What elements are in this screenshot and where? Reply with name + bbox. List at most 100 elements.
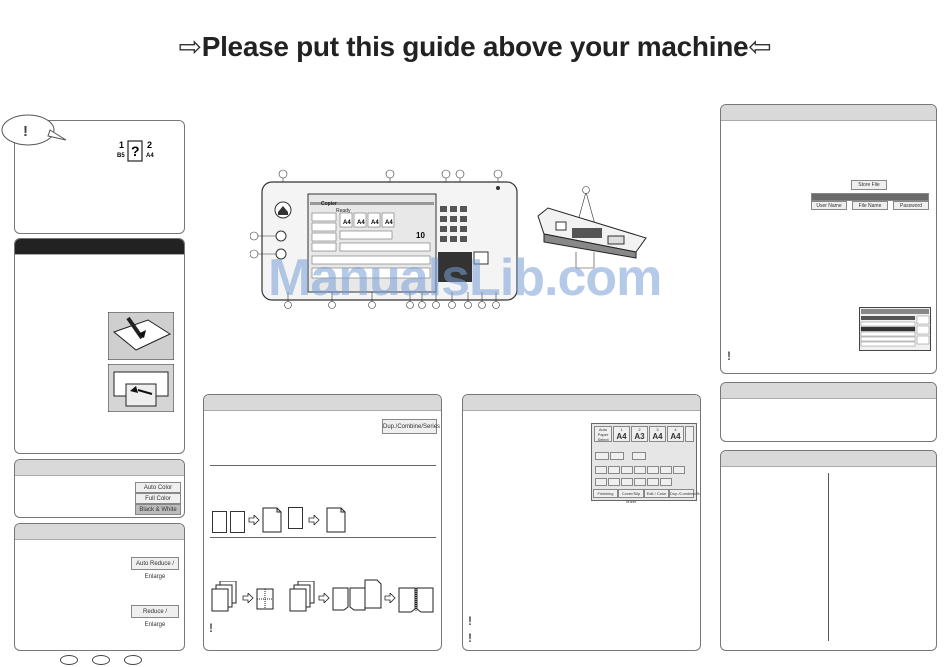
panel-header (15, 524, 184, 540)
exclamation-icon: ! (468, 631, 472, 645)
stacked-originals-icon (211, 581, 237, 612)
tray-more-button[interactable] (685, 426, 694, 442)
setting-icon-button[interactable] (647, 466, 659, 474)
store-file-button[interactable]: Store File (851, 180, 887, 190)
svg-text:A4: A4 (146, 153, 154, 159)
setting-icon-button[interactable] (595, 478, 607, 486)
setting-icon-button[interactable] (634, 478, 646, 486)
divider (210, 537, 436, 538)
duplex-copy-icon (326, 507, 346, 533)
page-title: ⇨Please put this guide above your machin… (0, 30, 950, 63)
auto-reduce-enlarge-button[interactable]: Auto Reduce / Enlarge (131, 557, 179, 580)
full-color-button[interactable]: Full Color (135, 493, 181, 504)
combined-copy-icon (256, 588, 274, 610)
setting-icon-button[interactable] (660, 478, 672, 486)
auto-color-select-button[interactable]: Auto Color Select (135, 482, 181, 501)
setting-icon-button[interactable] (621, 478, 633, 486)
file-name-button[interactable]: File Name (852, 201, 888, 210)
setting-icon-button[interactable] (660, 466, 672, 474)
svg-text:1: 1 (119, 140, 124, 150)
edit-color-button[interactable]: Edit / Color (644, 489, 669, 498)
setting-icon-button[interactable] (621, 466, 633, 474)
setting-icon-button[interactable] (632, 452, 646, 460)
setting-icon-button[interactable] (647, 478, 659, 486)
tray-size: A4 (652, 432, 663, 441)
duplex-copy-icon (364, 579, 382, 609)
page-marker-icon (92, 655, 110, 665)
tray-size: A4 (616, 432, 627, 441)
exclamation-bubble-icon: ! (1, 114, 67, 146)
placing-originals-panel (14, 238, 185, 454)
booklet-copy-icon (398, 587, 434, 613)
password-button[interactable]: Password (893, 201, 929, 210)
original-page-icon (212, 511, 227, 533)
svg-text:10: 10 (416, 231, 425, 240)
page-marker-icon (124, 655, 142, 665)
panel-header (15, 460, 184, 476)
user-name-button[interactable]: User Name (811, 201, 847, 210)
title-text: Please put this guide above your machine (201, 31, 749, 62)
document-feeder-illustration (108, 364, 174, 412)
reduce-enlarge-button[interactable]: Reduce / Enlarge (131, 605, 179, 628)
stacked-originals-icon (289, 581, 315, 612)
panel-header (721, 451, 936, 467)
original-page-icon (230, 511, 245, 533)
dup-combine-series-button[interactable]: Dup./Combine/Series (382, 419, 440, 434)
arrow-right-icon (384, 593, 396, 603)
arrow-right-icon (308, 515, 320, 525)
setting-icon-button[interactable] (595, 466, 607, 474)
finishing-button[interactable]: Finishing (593, 489, 618, 498)
tray-size: A3 (634, 432, 645, 441)
svg-text:2: 2 (147, 140, 152, 150)
color-mode-panel: Auto Color Select Full Color Black & Whi… (14, 459, 185, 518)
auto-paper-button[interactable]: Auto Paper Select (594, 426, 612, 442)
setting-icon-button[interactable] (595, 452, 609, 460)
svg-text:A4: A4 (343, 220, 351, 226)
tray-number: 1 (620, 427, 623, 432)
black-white-button[interactable]: Black & White (135, 504, 181, 515)
svg-text:A4: A4 (385, 220, 393, 226)
duplex-copy-icon (262, 507, 282, 533)
column-divider (828, 473, 829, 641)
duplex-combine-panel: Dup./Combine/Series ! (203, 394, 442, 651)
setting-icon-button[interactable] (634, 466, 646, 474)
tray-number: 4 (674, 427, 677, 432)
arrow-right-icon (318, 593, 330, 603)
page-marker-icon (60, 655, 78, 665)
document-list-screen (859, 307, 931, 351)
panel-header (15, 239, 184, 255)
setting-icon-button[interactable] (673, 466, 685, 474)
tray-number: 3 (656, 427, 659, 432)
setting-icon-button[interactable] (610, 452, 624, 460)
right-arrow-icon: ⇨ (178, 31, 202, 62)
svg-text:A4: A4 (371, 220, 379, 226)
svg-text:?: ? (131, 143, 140, 159)
tray-number: 2 (638, 427, 641, 432)
divider (210, 465, 436, 466)
screen-status-label: Ready (336, 208, 351, 214)
svg-text:B5: B5 (117, 153, 125, 159)
panel-header (463, 395, 700, 411)
svg-text:A4: A4 (357, 220, 365, 226)
dup-combine-series-tab[interactable]: Dup./Combine/Series (669, 489, 700, 498)
store-settings-bar (811, 193, 929, 201)
arrow-right-icon (248, 515, 260, 525)
cover-slip-sheet-button[interactable]: Cover/Slip Sheet (618, 489, 644, 504)
booklet-copy-icon (332, 587, 366, 611)
original-page-icon (288, 507, 303, 529)
watermark-text: ManualsLib.com (268, 249, 662, 307)
panel-header (721, 105, 936, 121)
info-panel (720, 382, 937, 442)
exclamation-icon: ! (468, 614, 472, 628)
setting-icon-button[interactable] (608, 478, 620, 486)
setting-icon-button[interactable] (608, 466, 620, 474)
screen-mode-label: Copier (321, 201, 337, 207)
panel-header (721, 383, 936, 399)
document-server-panel: Store File User Name File Name Password … (720, 104, 937, 374)
